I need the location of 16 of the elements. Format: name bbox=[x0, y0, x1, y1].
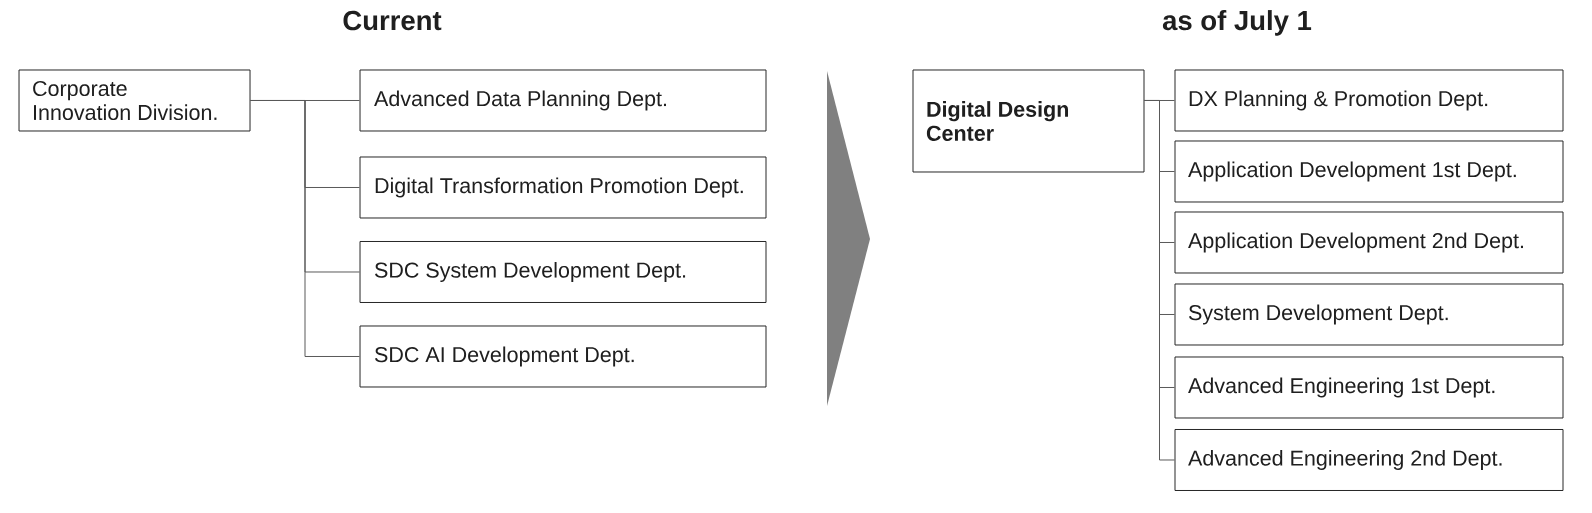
division-box: Corporate Innovation Division. bbox=[18, 69, 251, 132]
department-box: Advanced Engineering 2nd Dept. bbox=[1174, 429, 1564, 491]
department-box: Application Development 2nd Dept. bbox=[1174, 211, 1564, 274]
section-heading: Current bbox=[343, 10, 442, 31]
department-box: Digital Transformation Promotion Dept. bbox=[359, 156, 767, 219]
connector-line bbox=[1144, 100, 1175, 461]
department-box: Advanced Data Planning Dept. bbox=[359, 69, 767, 132]
department-box: Advanced Engineering 1st Dept. bbox=[1174, 356, 1564, 419]
department-box: System Development Dept. bbox=[1174, 283, 1564, 346]
center-box: Digital Design Center bbox=[912, 69, 1145, 173]
department-box: DX Planning & Promotion Dept. bbox=[1174, 69, 1564, 132]
section-heading: as of July 1 bbox=[1162, 10, 1312, 36]
connector-line bbox=[250, 100, 360, 357]
department-box: Application Development 1st Dept. bbox=[1174, 140, 1564, 203]
department-box: SDC System Development Dept. bbox=[359, 241, 767, 303]
department-box: SDC AI Development Dept. bbox=[359, 325, 767, 388]
